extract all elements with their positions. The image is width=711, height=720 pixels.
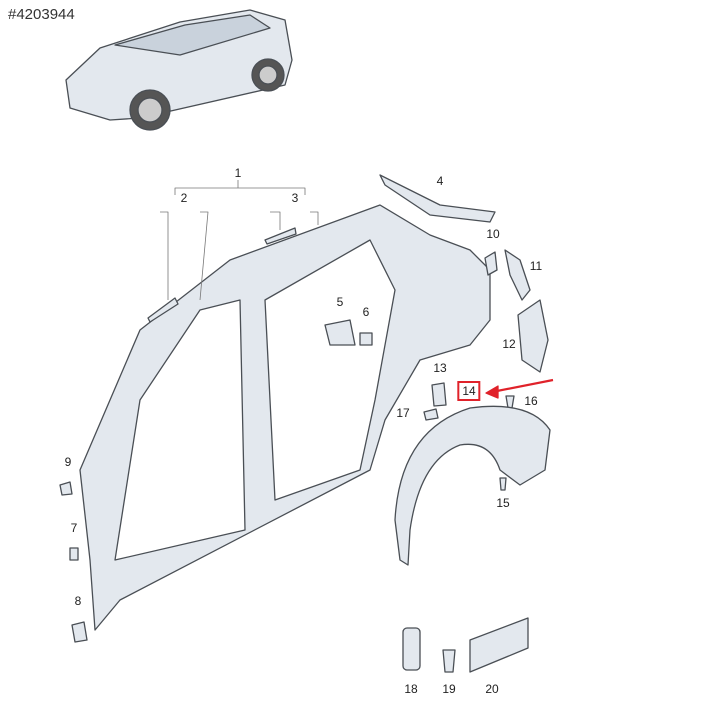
callout-5[interactable]: 5 xyxy=(336,295,344,309)
callout-11[interactable]: 11 xyxy=(529,259,543,273)
part-13-clip xyxy=(431,382,447,407)
callout-13[interactable]: 13 xyxy=(433,361,447,375)
part-17-clip xyxy=(423,408,439,421)
callout-3[interactable]: 3 xyxy=(291,191,299,205)
callout-12[interactable]: 12 xyxy=(502,337,516,351)
callout-16[interactable]: 16 xyxy=(524,394,538,408)
callout-9[interactable]: 9 xyxy=(64,455,72,469)
part-2-strip xyxy=(147,297,179,323)
part-5-bracket xyxy=(324,319,356,346)
callout-15[interactable]: 15 xyxy=(496,496,510,510)
callout-7[interactable]: 7 xyxy=(70,521,78,535)
callout-2[interactable]: 2 xyxy=(180,191,188,205)
callout-14-highlighted[interactable]: 14 xyxy=(457,381,481,401)
callout-1[interactable]: 1 xyxy=(234,166,242,180)
callout-17[interactable]: 17 xyxy=(396,406,410,420)
part-16-screw xyxy=(505,395,515,409)
callout-6[interactable]: 6 xyxy=(362,305,370,319)
part-12-panel xyxy=(517,299,549,373)
callout-8[interactable]: 8 xyxy=(74,594,82,608)
part-14-wheelhouse-liner xyxy=(394,405,551,566)
part-18-can xyxy=(402,627,421,671)
part-number: #4203944 xyxy=(8,6,75,23)
part-19-plug xyxy=(442,649,456,673)
part-8-cap xyxy=(71,621,88,643)
part-9-clip xyxy=(59,481,73,496)
part-15-screw xyxy=(499,477,507,491)
part-7-clip xyxy=(69,547,79,561)
callout-4[interactable]: 4 xyxy=(436,174,444,188)
vehicle-thumbnail xyxy=(65,9,293,131)
part-10-clip xyxy=(484,251,498,276)
callout-10[interactable]: 10 xyxy=(486,227,500,241)
part-3-strip xyxy=(264,227,297,245)
callout-20[interactable]: 20 xyxy=(485,682,499,696)
part-4-bracket xyxy=(379,174,496,223)
part-6-clip xyxy=(359,332,373,346)
part-20-pads xyxy=(469,617,529,673)
callout-19[interactable]: 19 xyxy=(442,682,456,696)
part-11-bracket xyxy=(504,249,531,301)
callout-18[interactable]: 18 xyxy=(404,682,418,696)
